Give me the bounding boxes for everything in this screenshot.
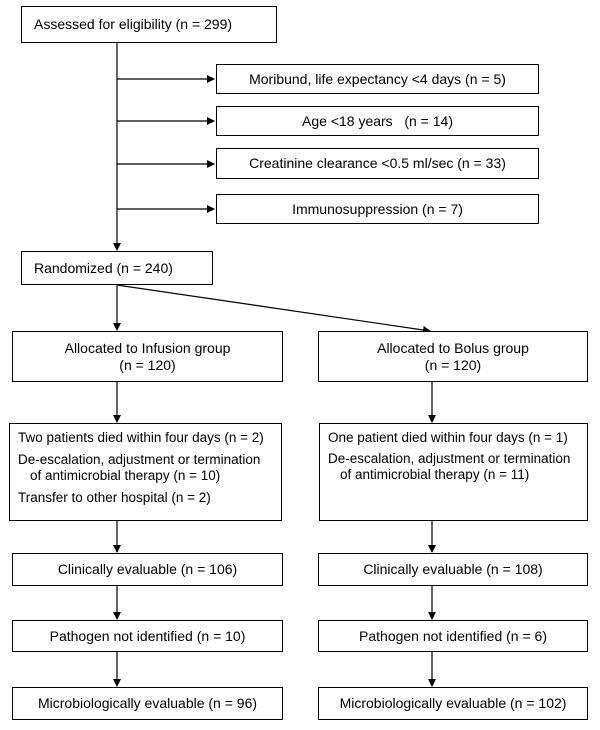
infusion-losses-box: Two patients died within four days (n = … xyxy=(9,423,282,521)
infusion-clinically-label: Clinically evaluable (n = 106) xyxy=(57,561,238,577)
infusion-pathogen-label: Pathogen not identified (n = 10) xyxy=(49,627,246,644)
exclusion-label-3: Creatinine clearance <0.5 ml/sec (n = 33… xyxy=(249,155,506,171)
exclusion-label-2: Age <18 years (n = 14) xyxy=(302,112,453,129)
infusion-loss-deescalation-line1: De-escalation, adjustment or termination xyxy=(18,452,261,467)
infusion-allocated-line1: Allocated to Infusion group xyxy=(64,339,231,356)
randomized-box: Randomized (n = 240) xyxy=(21,251,213,285)
assessed-box: Assessed for eligibility (n = 299) xyxy=(21,6,277,43)
infusion-loss-died: Two patients died within four days (n = … xyxy=(18,430,264,445)
bolus-loss-died: One patient died within four days (n = 1… xyxy=(328,430,568,445)
exclusion-box-2: Age <18 years (n = 14) xyxy=(216,106,539,136)
bolus-loss-deescalation-line2: of antimicrobial therapy (n = 11) xyxy=(340,467,530,482)
infusion-allocated-box: Allocated to Infusion group (n = 120) xyxy=(12,331,283,382)
infusion-allocated-line2: (n = 120) xyxy=(119,356,176,373)
bolus-losses-box: One patient died within four days (n = 1… xyxy=(319,423,588,521)
infusion-loss-deescalation-line2: of antimicrobial therapy (n = 10) xyxy=(30,468,221,483)
bolus-pathogen-label: Pathogen not identified (n = 6) xyxy=(359,627,547,644)
exclusion-box-1: Moribund, life expectancy <4 days (n = 5… xyxy=(216,64,539,94)
exclusion-label-4: Immunosuppression (n = 7) xyxy=(292,200,463,217)
exclusion-box-3: Creatinine clearance <0.5 ml/sec (n = 33… xyxy=(216,148,539,179)
arrow-to-bolus xyxy=(116,284,431,334)
bolus-allocated-line2: (n = 120) xyxy=(424,356,482,373)
infusion-clinically-box: Clinically evaluable (n = 106) xyxy=(12,553,283,586)
infusion-loss-transfer: Transfer to other hospital (n = 2) xyxy=(18,490,211,505)
exclusion-label-1: Moribund, life expectancy <4 days (n = 5… xyxy=(249,70,506,87)
bolus-clinically-box: Clinically evaluable (n = 108) xyxy=(318,553,588,586)
bolus-micro-box: Microbiologically evaluable (n = 102) xyxy=(318,687,588,720)
assessed-label: Assessed for eligibility (n = 299) xyxy=(34,16,233,32)
infusion-pathogen-box: Pathogen not identified (n = 10) xyxy=(12,620,283,652)
infusion-micro-label: Microbiologically evaluable (n = 96) xyxy=(37,695,258,711)
bolus-micro-label: Microbiologically evaluable (n = 102) xyxy=(339,695,567,711)
bolus-allocated-box: Allocated to Bolus group (n = 120) xyxy=(318,331,588,382)
infusion-micro-box: Microbiologically evaluable (n = 96) xyxy=(12,687,283,720)
bolus-clinically-label: Clinically evaluable (n = 108) xyxy=(363,561,543,577)
exclusion-box-4: Immunosuppression (n = 7) xyxy=(216,194,539,224)
randomized-label: Randomized (n = 240) xyxy=(34,259,173,276)
bolus-allocated-line1: Allocated to Bolus group xyxy=(377,339,529,356)
bolus-loss-deescalation-line1: De-escalation, adjustment or termination xyxy=(328,451,571,466)
bolus-pathogen-box: Pathogen not identified (n = 6) xyxy=(318,620,588,652)
